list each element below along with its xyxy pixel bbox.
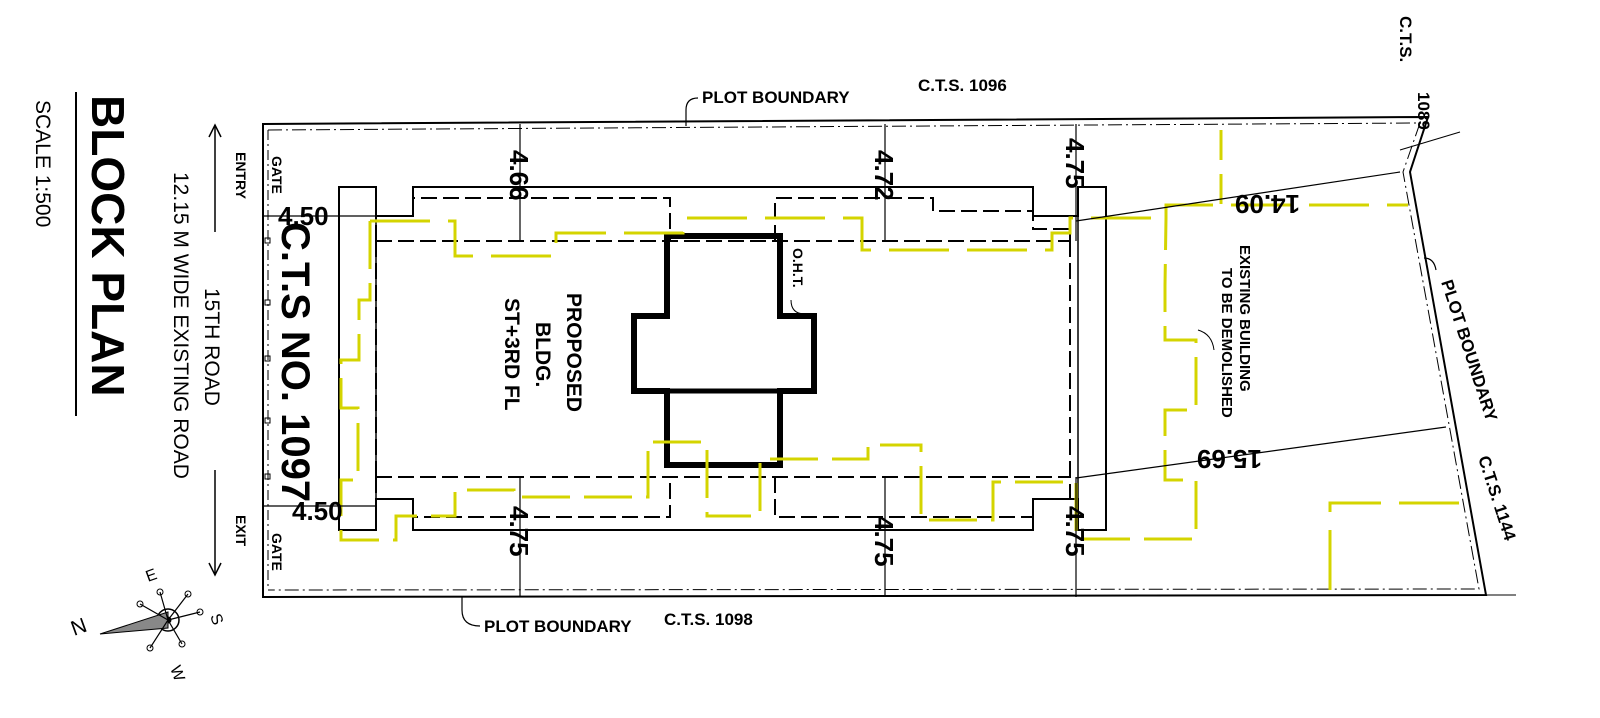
existing-outline-bottom-right [1328,501,1468,590]
dim-top-2: 4.72 [869,150,899,201]
plan-title: BLOCK PLAN [82,95,134,397]
plot-outline-inner [267,122,1480,591]
core-outline [631,233,817,468]
plot-boundary-bottom: PLOT BOUNDARY [484,617,632,636]
entry-label: ENTRY [233,152,249,200]
existing-line-2: TO BE DEMOLISHED [1218,268,1235,418]
compass-node-4 [146,644,154,652]
road-name: 15TH ROAD [200,288,223,406]
dashed-block-bottom-right [774,477,1071,518]
existing-building [339,130,1468,590]
compass-labels: N E S W [68,566,226,684]
plot-name: C.T.S NO. 1097 [273,222,317,502]
neighbor-corner-number: 1089 [1414,92,1433,130]
dim-diag-bot [1075,426,1447,479]
compass-line-4 [149,619,169,649]
gate-post-2 [264,299,271,306]
scale-label: SCALE 1:500 [31,100,54,227]
dashed-blocks [375,197,1071,518]
compass-line-5 [159,591,169,621]
gate-post-5 [264,473,271,480]
existing-outline-right [1164,203,1408,218]
plot-outline-outer [262,115,1488,599]
compass-line-6 [139,603,169,621]
compass-node-1 [184,590,192,598]
existing-leader [1197,329,1215,351]
compass-node-2 [196,608,204,616]
plot-boundary [262,115,1516,599]
road-width: 12.15 M WIDE EXISTING ROAD [169,172,192,479]
compass-node-5 [156,588,164,596]
compass-needle-north [99,611,169,635]
compass-line-2 [167,611,201,621]
exit-arrow-head [208,562,222,577]
gate-post-4 [264,417,271,424]
dim-top-3: 4.75 [1060,138,1090,189]
neighbor-corner-leader [1399,131,1461,151]
dim-bottom-1: 4.75 [504,506,534,557]
dashed-block-top-left [375,197,671,241]
dim-diag-top [1075,171,1401,222]
dim-top-1: 4.66 [504,150,534,201]
oht-label: O.H.T. [790,248,806,288]
dim-top-left: 4.50 [278,201,329,231]
compass-rose [99,588,204,652]
dimension-lines [263,124,1447,597]
road-label: 15TH ROAD 12.15 M WIDE EXISTING ROAD [169,172,223,479]
entry-exit: ENTRY EXIT GATE GATE [208,123,285,577]
neighbor-corner: C.T.S. [1396,16,1415,62]
compass-line-3 [167,619,183,645]
plot-boundary-top: PLOT BOUNDARY [702,88,850,107]
proposed-line-2: BLDG. [531,322,554,387]
plot-boundary-right: PLOT BOUNDARY [1437,277,1501,424]
dashed-block-bottom-left [375,477,671,518]
dim-diagonal-top: 14.09 [1235,189,1300,219]
oht-leader [790,299,806,315]
gate-post-1 [264,237,271,244]
boundary-labels: PLOT BOUNDARY PLOT BOUNDARY PLOT BOUNDAR… [461,88,1501,636]
exit-label: EXIT [233,515,249,547]
dim-diagonal-bottom: 15.69 [1197,444,1262,474]
plot-boundary-top-leader [685,97,699,126]
existing-zigzag-left [339,217,1198,542]
proposed-line-3: ST+3RD FL [500,298,523,411]
neighbor-bottom: C.T.S. 1098 [664,610,753,629]
dimension-texts: 4.50 4.50 4.66 4.72 4.75 4.75 4.75 4.75 … [278,138,1300,567]
neighbour-labels: C.T.S. 1096 C.T.S. 1098 C.T.S. 1089 C.T.… [664,16,1520,629]
existing-line-1: EXISTING BUILDING [1236,245,1253,392]
proposed-line-1: PROPOSED [562,293,585,412]
plot-boundary-right-leader [1423,257,1437,271]
gate-label-bottom: GATE [269,533,285,571]
compass-line-1 [167,593,189,621]
gate-label-top: GATE [269,156,285,194]
compass-node-6 [136,600,144,608]
gate-post-3 [264,355,271,362]
compass-n: N [68,614,90,641]
compass-e: E [144,566,160,586]
compass-node-3 [178,640,186,648]
dim-bottom-3: 4.75 [1060,506,1090,557]
compass-s: S [206,612,226,628]
dim-bottom-2: 4.75 [869,516,899,567]
entry-arrow-head [208,123,222,138]
dim-bottom-left: 4.50 [292,496,343,526]
neighbor-top: C.T.S. 1096 [918,76,1007,95]
plot-boundary-bottom-leader [461,597,481,627]
dashed-block-top-right [774,197,1071,241]
existing-outline-left [370,216,1166,258]
compass-w: W [166,664,187,685]
neighbor-right: C.T.S. 1144 [1474,453,1519,543]
building-core [631,233,817,468]
building-labels: C.T.S NO. 1097 PROPOSED BLDG. ST+3RD FL … [273,222,1253,502]
title-block: BLOCK PLAN SCALE 1:500 [31,92,134,416]
